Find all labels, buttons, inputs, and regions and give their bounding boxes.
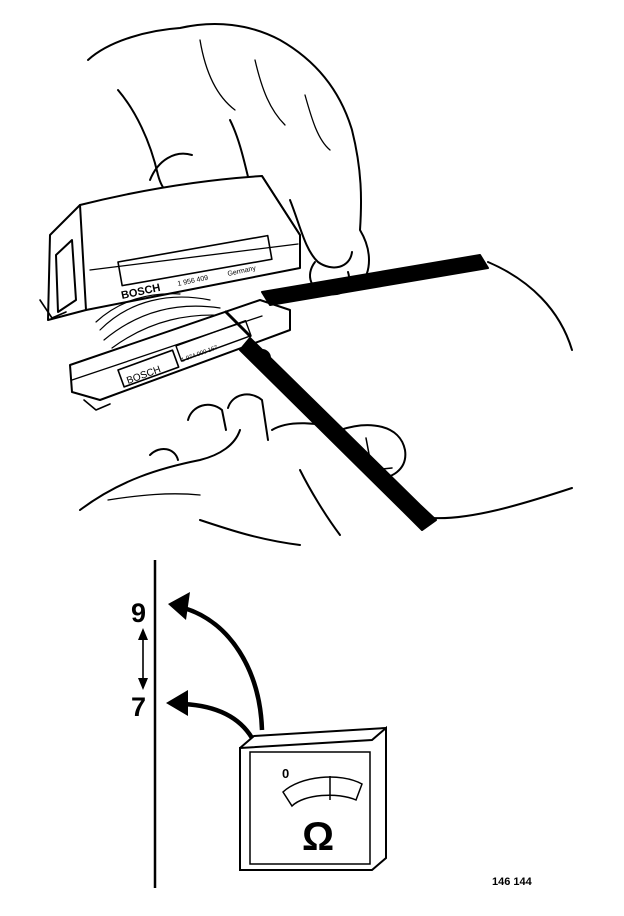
ohmmeter-diagram: 9 7 0 Ω 146 144: [131, 560, 533, 888]
lead-arrow-pin-9: [168, 592, 265, 731]
ecu-housing-lower: [69, 299, 291, 411]
meter-scale-arc: [282, 776, 363, 808]
pin-9-label: 9: [131, 598, 146, 628]
pin-range-double-arrow: [138, 628, 148, 690]
ohm-symbol: Ω: [302, 815, 334, 859]
ecu-probing-illustration: BOSCH 1 956 409 Germany BOSCH 1 974 000 …: [39, 23, 573, 546]
test-probe-diagonal: [224, 310, 573, 531]
meter-zero-label: 0: [282, 766, 289, 781]
figure-number: 146 144: [492, 876, 533, 888]
lead-arrow-pin-7: [166, 690, 254, 740]
test-probe-right: [261, 254, 573, 351]
lower-hand-drawing: [79, 393, 407, 546]
ecu-housing-upper: [39, 175, 301, 321]
pin-7-label: 7: [131, 692, 146, 722]
ohmmeter: 0 Ω: [239, 725, 387, 871]
